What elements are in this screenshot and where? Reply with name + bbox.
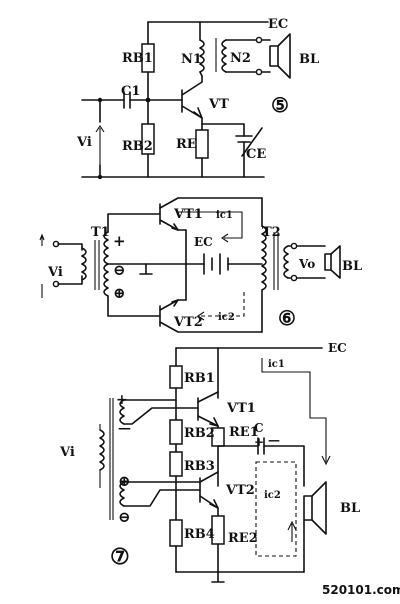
polarity-minus-circle-6: ⊖	[113, 261, 126, 279]
label-vi-5: Vi	[76, 135, 92, 150]
label-rb1-7: RB1	[184, 371, 215, 386]
polarity-plus-7: +	[116, 392, 128, 408]
label-ec-6: EC	[194, 235, 213, 249]
polarity-minus-7: —	[118, 421, 131, 436]
polarity-plus-6: +	[113, 232, 126, 250]
label-vi-6: Vi	[47, 265, 63, 280]
label-re: RE	[176, 137, 197, 152]
label-t2: T2	[262, 225, 281, 240]
label-vt2-6: VT2	[173, 315, 203, 330]
watermark-logo: 520101.com	[322, 583, 400, 597]
label-t1: T1	[91, 225, 110, 240]
transistor-vt	[181, 75, 203, 125]
label-n2: N2	[230, 51, 251, 66]
label-bl-5: BL	[299, 52, 319, 67]
polarity-plus-circle-7: ⊕	[118, 472, 131, 490]
circuit-number-6: ⑥	[278, 306, 296, 330]
transistor-vt1-7	[197, 391, 219, 429]
transformer-t2-secondary	[283, 245, 289, 279]
transformer-t1-primary	[81, 247, 87, 281]
resistor-rb1-7	[169, 365, 183, 389]
transistor-vt2-7	[199, 471, 219, 517]
transformer-t2-primary	[261, 225, 267, 291]
label-vt2-7: VT2	[225, 483, 255, 498]
label-rb2: RB2	[122, 139, 153, 154]
label-vt1-6: VT1	[173, 207, 203, 222]
label-rb3-7: RB3	[184, 459, 215, 474]
label-vt1-7: VT1	[226, 401, 256, 416]
circuit-6-push-pull-amplifier: T1 + VT1 ic1 EC T2 Vi Vo BL ⊖ ⊕ VT2 ic2 …	[39, 197, 362, 333]
current-arrow-ic1	[178, 211, 243, 243]
speaker-bl-6	[324, 245, 341, 279]
label-bl-6: BL	[342, 259, 362, 274]
label-ec-5: EC	[268, 17, 288, 32]
label-n1: N1	[181, 52, 202, 67]
label-re2: RE2	[228, 531, 258, 546]
resistor-rb4-7	[169, 519, 183, 547]
transistor-vt1-6	[159, 197, 263, 231]
cap-plus-7: +	[254, 435, 264, 449]
polarity-minus-circle-7: ⊖	[118, 508, 131, 526]
label-ec-7: EC	[328, 341, 347, 355]
resistor-rb2-7	[169, 419, 183, 445]
label-vi-7: Vi	[59, 445, 75, 460]
resistor-re	[195, 129, 209, 159]
label-ce: CE	[246, 147, 266, 162]
polarity-plus-circle-6: ⊕	[113, 284, 126, 302]
label-ic2-7: ic2	[264, 490, 281, 501]
label-ic2-6: ic2	[218, 312, 235, 323]
label-ic1-6: ic1	[216, 210, 233, 221]
current-arrow-ic1-7	[261, 358, 331, 466]
label-rb4-7: RB4	[184, 527, 215, 542]
label-c1: C1	[121, 84, 140, 99]
current-loop-ic2-7	[255, 461, 297, 557]
transformer-primary-n1	[199, 39, 205, 73]
cap-minus-7: —	[268, 433, 280, 447]
transformer-secondary-n2	[221, 39, 227, 73]
label-re1: RE1	[229, 425, 259, 440]
transformer-input-primary-7	[99, 429, 105, 471]
circuit-7-otl-amplifier: EC ic1 RB1 VT1 + — Vi RB2 RE1 C + — RB3 …	[59, 341, 360, 583]
label-rb1: RB1	[122, 51, 153, 66]
speaker-bl-5	[269, 33, 291, 79]
watermark-text: 520101.com	[322, 583, 400, 597]
label-bl-7: BL	[340, 501, 360, 516]
circuit-number-7: ⑦	[110, 544, 130, 570]
transistor-vt2-6	[159, 299, 263, 333]
label-vt: VT	[208, 97, 229, 112]
circuit-number-5: ⑤	[271, 93, 289, 117]
transformer-input-secondary-lower	[119, 481, 125, 507]
circuit-5-single-ended-amplifier: EC RB1 N1 N2 BL C1 VT ⑤ Vi RB2 RE CE	[76, 17, 319, 180]
label-ic1-7: ic1	[268, 359, 285, 370]
label-rb2-7: RB2	[184, 426, 215, 441]
transformer-input-secondary-upper	[119, 399, 125, 425]
label-vo: Vo	[298, 257, 315, 271]
resistor-rb3-7	[169, 451, 183, 477]
speaker-bl-7	[303, 481, 327, 535]
current-loop-ic2	[200, 292, 245, 317]
label-c-7: C	[254, 421, 264, 435]
